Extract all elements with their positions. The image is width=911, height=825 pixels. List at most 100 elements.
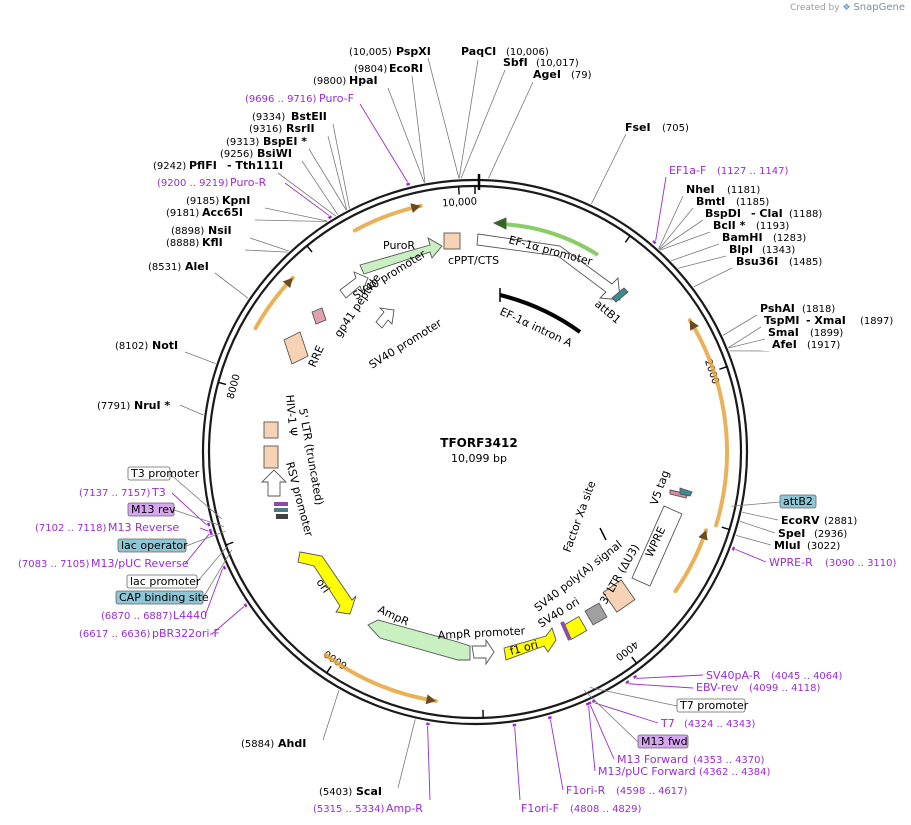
primer-label[interactable]: WPRE-R [769, 556, 813, 569]
enzyme-label[interactable]: AleI [185, 260, 209, 273]
attb1-feature[interactable] [611, 287, 629, 303]
wpre-feature[interactable] [631, 505, 683, 587]
primer-label[interactable]: F1ori-F [521, 802, 559, 815]
enzyme-label[interactable]: - XmaI [806, 314, 846, 327]
enzyme-label[interactable]: RsrII [286, 122, 315, 135]
enzyme-label[interactable]: TspMI [764, 314, 800, 327]
enzyme-label[interactable]: - ClaI [751, 207, 783, 220]
primer-label[interactable]: Puro-F [319, 92, 354, 105]
primer-label[interactable]: pBR322ori-F [152, 627, 220, 640]
enzyme-label[interactable]: EcoRV [781, 514, 820, 527]
m13-rev-box[interactable]: M13 rev [127, 502, 176, 517]
rre-feature[interactable] [283, 331, 309, 365]
enzyme-label[interactable]: - Tth111I [227, 159, 283, 172]
watermark-brand: SnapGene [853, 2, 905, 13]
t3-promoter-box-bg [127, 466, 171, 481]
primer-label[interactable]: Puro-R [230, 176, 267, 189]
enzyme-label[interactable]: MluI [774, 539, 801, 552]
primer-pos: (5315 .. 5334) [313, 804, 385, 815]
enzyme-label[interactable]: NheI [686, 183, 715, 196]
puror-feature[interactable] [359, 237, 443, 275]
ampr-feature[interactable] [367, 619, 471, 661]
primer-pos: (6870 .. 6887) [101, 611, 173, 622]
primer-label[interactable]: L4440 [173, 609, 207, 622]
primer-label[interactable]: M13 Reverse [108, 521, 179, 534]
primer-site-mark [625, 680, 630, 685]
sv40-promoter-feature[interactable] [339, 271, 369, 299]
enzyme-label[interactable]: PspXI [396, 45, 431, 58]
enzyme-label[interactable]: PaqCI [461, 45, 496, 58]
gp41-feature[interactable] [311, 307, 327, 325]
enzyme-label[interactable]: SmaI [768, 326, 799, 339]
enzyme-label[interactable]: BspDI [705, 207, 741, 220]
ampr-promoter-feature[interactable] [471, 638, 495, 666]
lac-operator-box[interactable]: lac operator [117, 538, 188, 553]
m13-fwd-box[interactable]: M13 fwd [637, 734, 689, 749]
rsv-promoter-feature[interactable] [260, 469, 288, 497]
hiv-psi-feature[interactable] [263, 445, 279, 469]
box-leader-line [169, 473, 222, 520]
enzyme-label[interactable]: BspEI * [263, 135, 307, 148]
primer-label[interactable]: EF1a-F [669, 164, 706, 177]
enzyme-label[interactable]: BsiWI [257, 147, 292, 160]
enzyme-label[interactable]: PshAI [760, 302, 795, 315]
cppt-feature[interactable] [443, 232, 461, 250]
primer-label[interactable]: M13 Forward [617, 753, 688, 766]
primer-label[interactable]: SV40pA-R [706, 669, 761, 682]
enzyme-label[interactable]: NruI * [134, 399, 170, 412]
enzyme-label[interactable]: ScaI [356, 785, 382, 798]
enzyme-label[interactable]: BmtI [696, 195, 725, 208]
cap-binding-site-box[interactable]: CAP binding site [115, 590, 209, 605]
enzyme-label[interactable]: PflFI [189, 159, 217, 172]
sv40-promoter-feature-2[interactable] [375, 307, 395, 329]
site-leader-line [327, 135, 348, 210]
f1-ori-feature[interactable] [503, 627, 557, 661]
backbone-outer-ring [201, 178, 749, 726]
enzyme-label[interactable]: Bsu36I [736, 255, 778, 268]
lac-promoter-box[interactable]: lac promoter [126, 574, 201, 589]
enzyme-label[interactable]: BclI * [713, 219, 746, 232]
enzyme-label[interactable]: KpnI [222, 194, 250, 207]
enzyme-label[interactable]: Acc65I [202, 206, 243, 219]
ef1a-arc-head[interactable] [492, 217, 507, 230]
factor-xa-feature[interactable] [599, 527, 607, 541]
m13-rev-site [274, 502, 288, 506]
ltr5-feature[interactable] [263, 421, 279, 439]
primer-label[interactable]: M13/pUC Reverse [91, 557, 189, 570]
enzyme-label[interactable]: EcoRI [389, 62, 423, 75]
enzyme-label[interactable]: BamHI [722, 231, 763, 244]
ori-feature[interactable] [297, 551, 357, 615]
primer-site-mark [652, 240, 657, 245]
enzyme-label[interactable]: AhdI [278, 737, 306, 750]
enzyme-pos: (1899) [810, 328, 843, 339]
primer-pos: (6617 .. 6636) [79, 629, 151, 640]
boxed-label: M13 fwd [641, 735, 688, 748]
ef1a-promoter-feature[interactable] [476, 233, 621, 301]
enzyme-label[interactable]: SbfI [503, 56, 528, 69]
enzyme-label[interactable]: KflI [202, 236, 223, 249]
enzyme-label[interactable]: NotI [152, 339, 178, 352]
enzyme-label[interactable]: BstEII [291, 110, 327, 123]
enzyme-label[interactable]: AgeI [533, 68, 561, 81]
enzyme-label[interactable]: FseI [625, 121, 651, 134]
lac-operator-site [274, 508, 288, 512]
primer-label[interactable]: Amp-R [386, 802, 423, 815]
sv40-polya-feature[interactable] [584, 602, 608, 626]
enzyme-label[interactable]: SpeI [778, 527, 805, 540]
enzyme-label[interactable]: BlpI [729, 243, 753, 256]
primer-site-mark [222, 565, 227, 570]
attb2-feature[interactable] [679, 487, 693, 497]
primer-label[interactable]: F1ori-R [566, 784, 606, 797]
ltr3-feature[interactable] [602, 579, 636, 613]
attb2-box[interactable]: attB2 [779, 494, 817, 509]
primer-label[interactable]: M13/pUC Forward [598, 765, 696, 778]
primer-label[interactable]: T7 [660, 717, 675, 730]
enzyme-label[interactable]: AfeI [772, 338, 797, 351]
t7-promoter-box[interactable]: T7 promoter [676, 698, 749, 713]
primer-label[interactable]: T3 [151, 486, 166, 499]
enzyme-label[interactable]: NsiI [208, 224, 232, 237]
t3-promoter-box[interactable]: T3 promoter [127, 466, 200, 481]
enzyme-label[interactable]: HpaI [349, 74, 378, 87]
attb2-box-bg [779, 494, 817, 509]
primer-label[interactable]: EBV-rev [696, 681, 739, 694]
